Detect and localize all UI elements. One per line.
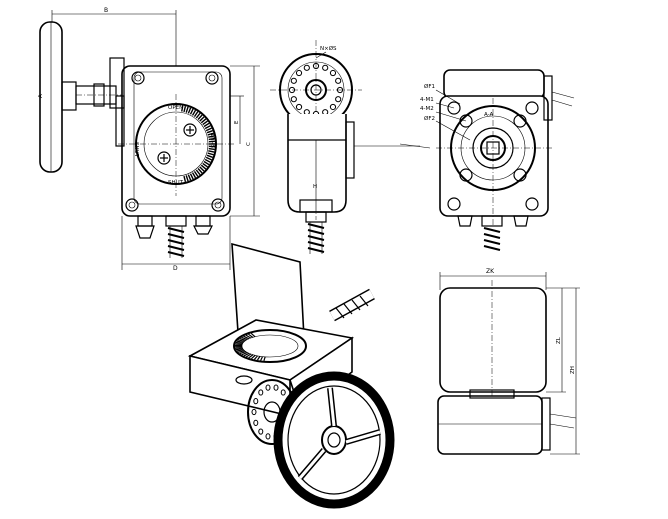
flange-hole [304,110,309,115]
m2-label: 4-M2 [420,106,434,112]
open-label: OPEN [168,105,183,111]
iso-flange-hole [266,434,270,439]
flange-hole [304,65,309,70]
flange-hole [291,78,296,83]
cable-gland-left [136,216,154,238]
phi-f1-label: ØF1 [424,83,435,90]
iso-flange-hole [252,409,256,414]
shut-label-bottom: SHUT [168,180,184,186]
dim-a: A [38,94,44,98]
iso-flange-hole [254,399,258,404]
cable-gland-right [194,216,212,234]
dim-c: C [246,142,252,146]
rear-view: ØF1 4-M1 4-M2 ØF2 A-A [420,70,574,250]
dim-zh: ZH [570,366,576,374]
side-housing [288,114,346,212]
flange-hole [323,65,328,70]
flange-hole [336,78,341,83]
top-housing [440,288,546,392]
holes-label: N×ØS [320,45,337,52]
section-label: A-A [484,112,494,118]
iso-flange-hole [259,429,263,434]
flange-hole [330,104,335,109]
front-view: OPEN SHUT SHUT SHUT B A E C [38,7,260,272]
flange-hole [330,70,335,75]
flange-hole [323,110,328,115]
side-view: N×ØS H [270,40,430,254]
iso-flange-hole [274,385,278,390]
spring-conduit-rear [482,216,502,250]
dim-zk: ZK [486,268,495,275]
bottom-gearbox [438,396,542,454]
phi-f2-label: ØF2 [424,115,435,122]
iso-dial-tick [235,344,242,345]
dim-d: D [173,265,178,272]
iso-flange-hole [281,390,285,395]
iso-flange-hole [266,385,270,390]
dim-e: E [234,120,240,124]
shut-label-right: SHUT [211,132,217,148]
iso-handwheel [278,376,390,504]
rear-motor-cover [444,70,544,98]
shut-label-left: SHUT [133,142,139,158]
iso-dial-tick [235,348,242,349]
spring-conduit-front [166,216,186,258]
dim-h: H [313,184,317,190]
top-view: ZK ZL ZH [438,268,580,454]
isometric-view [190,244,390,504]
flange-hole [296,104,301,109]
dim-b: B [104,7,108,14]
m1-label: 4-M1 [420,97,434,103]
iso-flange-hole [254,420,258,425]
iso-spring-conduit [332,294,372,318]
flange-hole [336,97,341,102]
flange-hole [291,97,296,102]
iso-flange-hole [259,390,263,395]
dim-zl: ZL [556,336,562,344]
flange-hole [296,70,301,75]
